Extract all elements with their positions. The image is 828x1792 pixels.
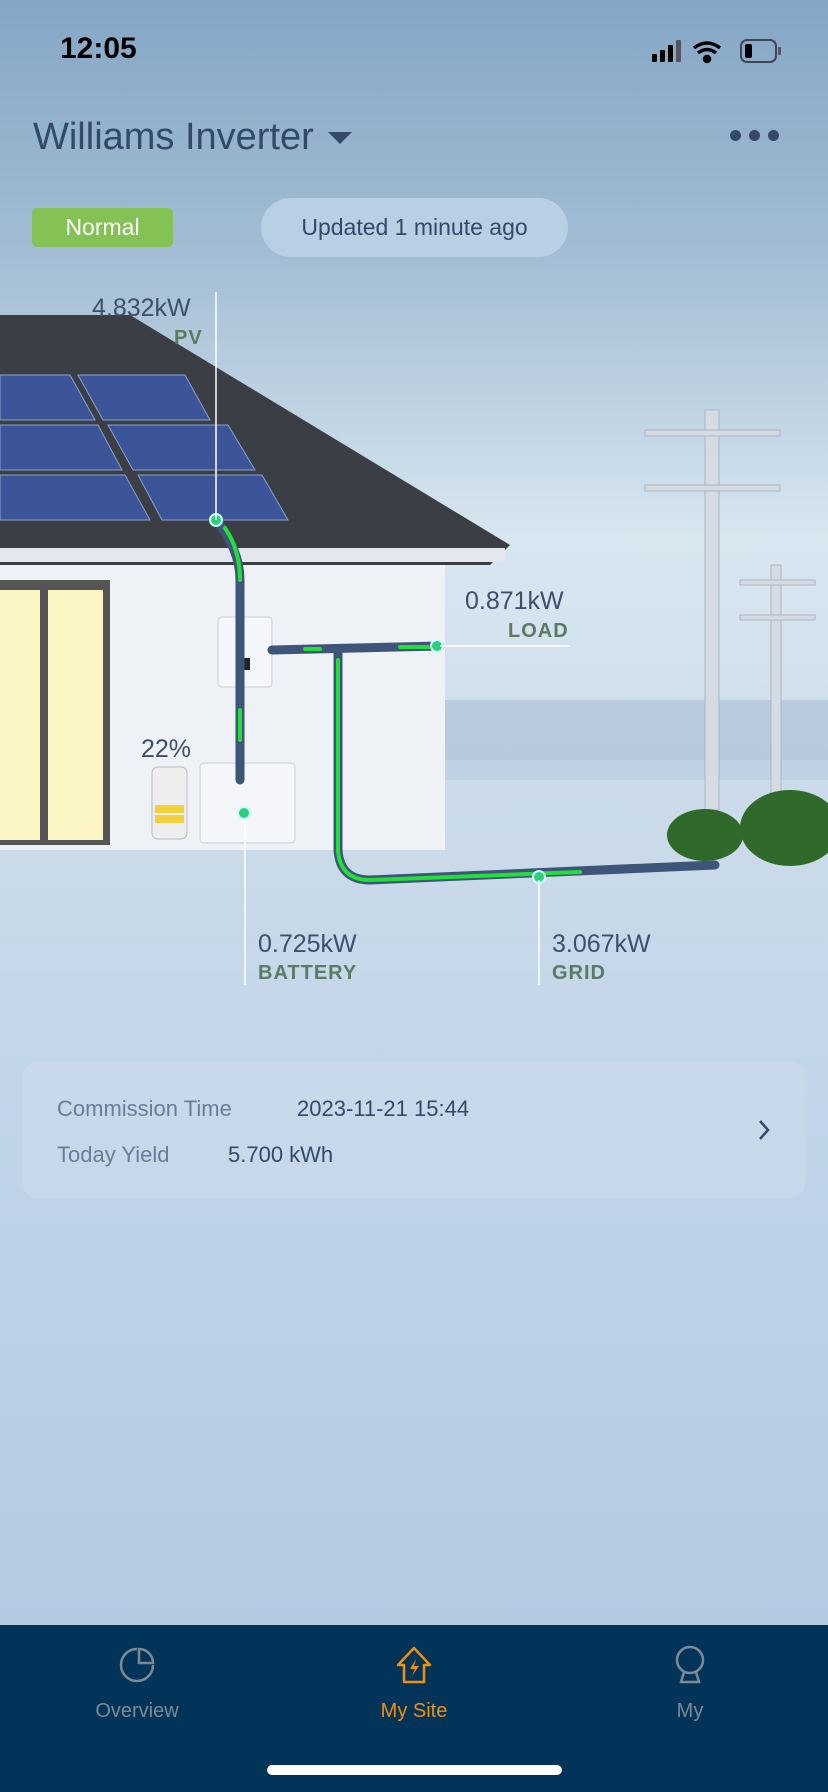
- grid-power: 3.067kW: [552, 930, 651, 958]
- status-badge: Normal: [32, 208, 173, 247]
- status-time: 12:05: [60, 32, 137, 65]
- person-icon: [675, 1645, 705, 1684]
- site-info-card[interactable]: Commission Time 2023-11-21 15:44 Today Y…: [23, 1062, 805, 1198]
- tab-label: Overview: [95, 1700, 179, 1722]
- status-icons: [652, 39, 781, 64]
- load-power: 0.871kW: [465, 587, 564, 615]
- house-bolt-icon: [396, 1646, 432, 1684]
- pie-chart-icon: [119, 1647, 155, 1683]
- pv-label: PV: [174, 327, 203, 349]
- inverter-selector[interactable]: Williams Inverter: [33, 116, 352, 159]
- bush-icon: [667, 790, 828, 866]
- bottom-tab-bar: Overview My Site My: [0, 1625, 828, 1792]
- chevron-right-icon: [759, 1120, 770, 1140]
- updated-pill: Updated 1 minute ago: [261, 198, 568, 257]
- battery-soc: 22%: [141, 735, 192, 763]
- battery-icon: [740, 39, 781, 63]
- commission-time-label: Commission Time: [57, 1096, 232, 1121]
- today-yield-value: 5.700 kWh: [228, 1142, 334, 1167]
- tab-my-site[interactable]: My Site: [324, 1645, 504, 1723]
- today-yield-label: Today Yield: [57, 1142, 170, 1167]
- tab-label: My: [676, 1700, 704, 1722]
- caret-down-icon: [327, 131, 352, 144]
- energy-flow-scene: [0, 292, 828, 985]
- signal-icon: [652, 40, 681, 62]
- commission-time-value: 2023-11-21 15:44: [297, 1096, 470, 1121]
- tab-overview[interactable]: Overview: [47, 1645, 227, 1723]
- battery-pack-icon: [151, 762, 296, 844]
- home-indicator[interactable]: [267, 1765, 562, 1775]
- pv-power: 4.832kW: [92, 294, 191, 322]
- battery-power: 0.725kW: [258, 930, 357, 958]
- tab-my[interactable]: My: [600, 1645, 780, 1723]
- grid-label: GRID: [552, 962, 606, 984]
- wifi-icon: [692, 41, 722, 64]
- load-label: LOAD: [508, 620, 569, 642]
- house: [0, 315, 510, 850]
- inverter-icon: [217, 616, 273, 688]
- battery-label: BATTERY: [258, 962, 358, 984]
- page-title: Williams Inverter: [33, 116, 314, 158]
- tab-label: My Site: [380, 1700, 448, 1722]
- more-options-icon[interactable]: [730, 130, 779, 141]
